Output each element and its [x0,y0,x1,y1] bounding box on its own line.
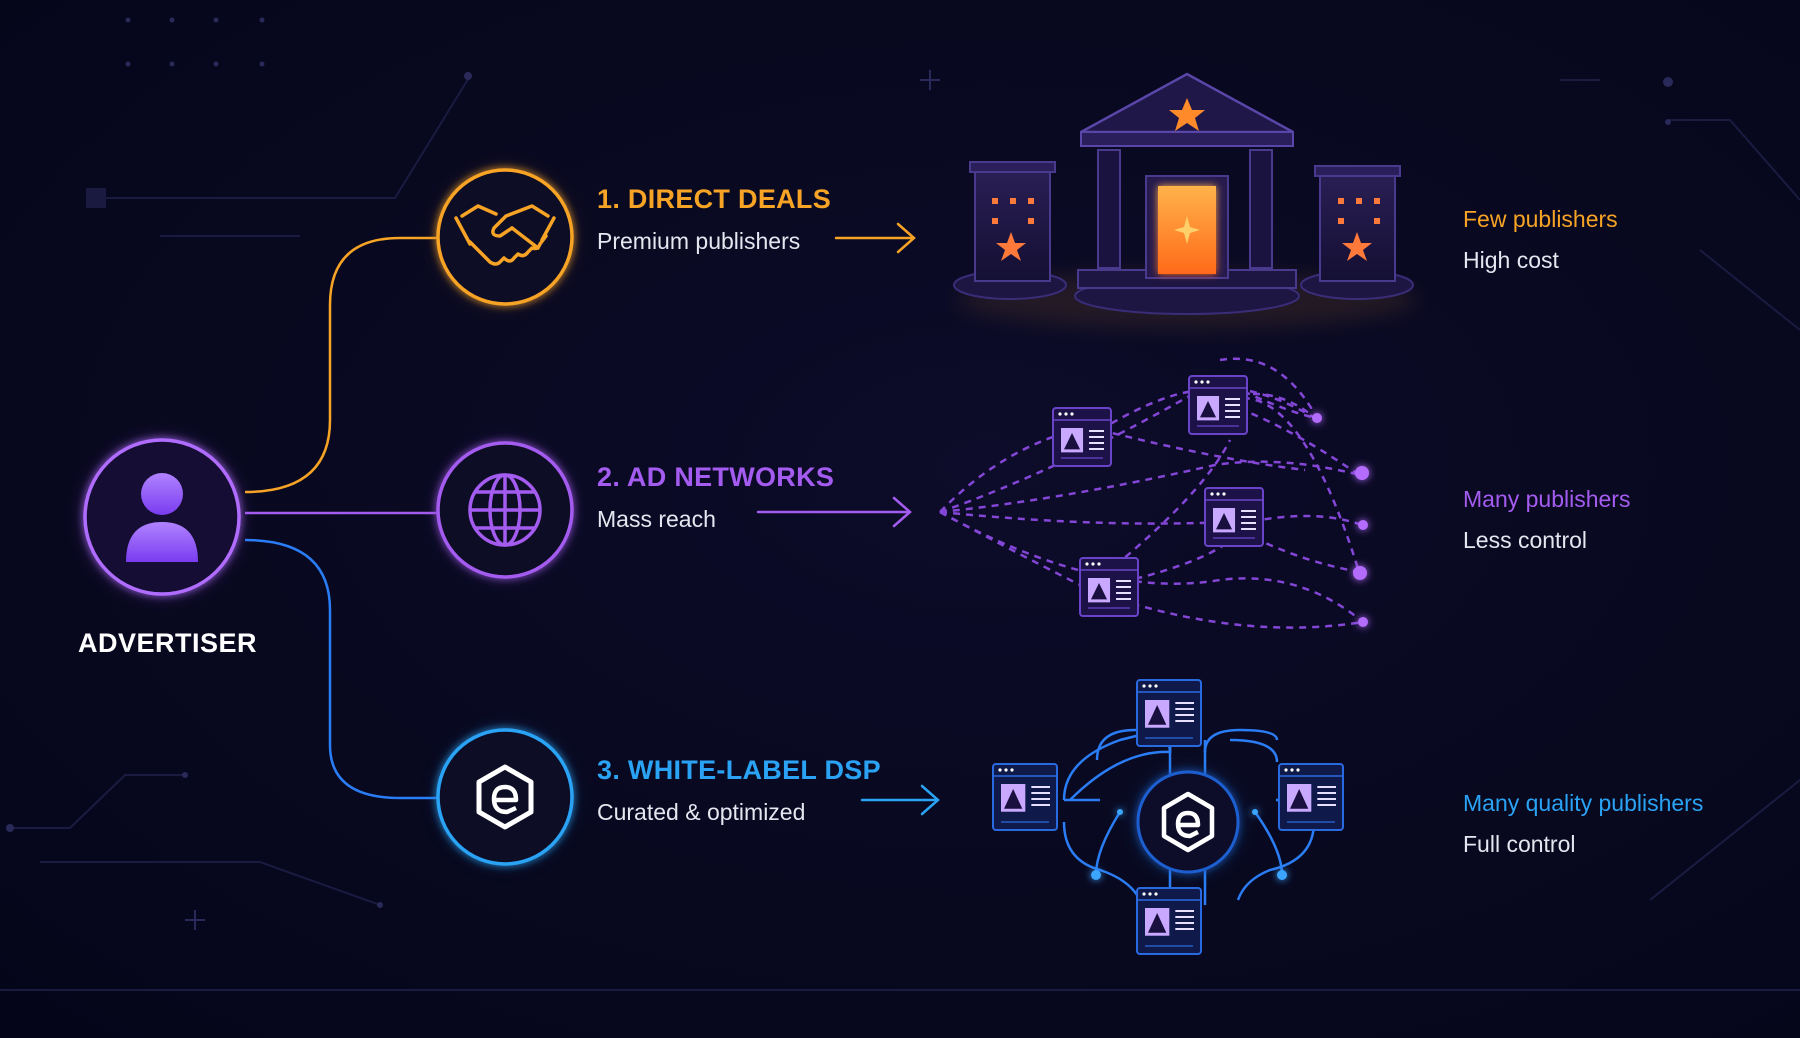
ad-networks-subtitle: Mass reach [597,506,716,532]
premium-buildings-illustration [953,72,1418,328]
white-label-dsp-result: Many quality publishers [1463,790,1704,816]
publisher-card-icon [1052,407,1112,467]
plus-decoration [185,70,940,930]
user-icon [126,473,198,562]
white-label-dsp-tradeoff: Full control [1463,831,1576,857]
ad-network-web [939,357,1364,629]
publisher-card-icon [1136,887,1202,955]
white-label-dsp-node [436,728,574,866]
white-label-dsp-title: 3. WHITE-LABEL DSP [597,755,881,785]
handshake-icon [454,204,556,266]
direct-deals-node [436,168,574,306]
hexagon-logo-icon [476,764,534,830]
white-label-dsp-subtitle: Curated & optimized [597,799,806,825]
globe-icon [468,473,542,547]
publisher-card-icon [1204,487,1264,547]
publisher-card-icon [1136,679,1202,747]
arrow-networks [756,496,912,528]
connector-direct [244,236,438,494]
hexagon-logo-icon [1161,791,1215,853]
direct-deals-tradeoff: High cost [1463,247,1559,273]
advertiser-label: ADVERTISER [78,628,258,658]
ad-networks-tradeoff: Less control [1463,527,1588,553]
advertiser-node [82,437,242,597]
ad-networks-title: 2. AD NETWORKS [597,462,835,492]
direct-deals-title: 1. DIRECT DEALS [597,184,832,214]
publisher-card-icon [1079,557,1139,617]
ad-networks-node [436,441,574,579]
dsp-publisher-cards [992,679,1344,955]
arrow-dsp [860,784,940,816]
publisher-card-icon [1188,375,1248,435]
network-endpoints [1312,413,1369,627]
direct-deals-subtitle: Premium publishers [597,228,801,254]
dsp-junction-dots [1091,809,1287,880]
background-decoration [0,75,1800,991]
network-publisher-cards [1052,375,1264,617]
ad-networks-result: Many publishers [1463,486,1631,512]
direct-deals-result: Few publishers [1463,206,1618,232]
dsp-hub-center [1136,770,1240,874]
publisher-card-icon [992,763,1058,831]
arrow-direct [834,222,916,254]
publisher-card-icon [1278,763,1344,831]
background-dots [6,17,1673,908]
connector-dsp [244,538,438,800]
